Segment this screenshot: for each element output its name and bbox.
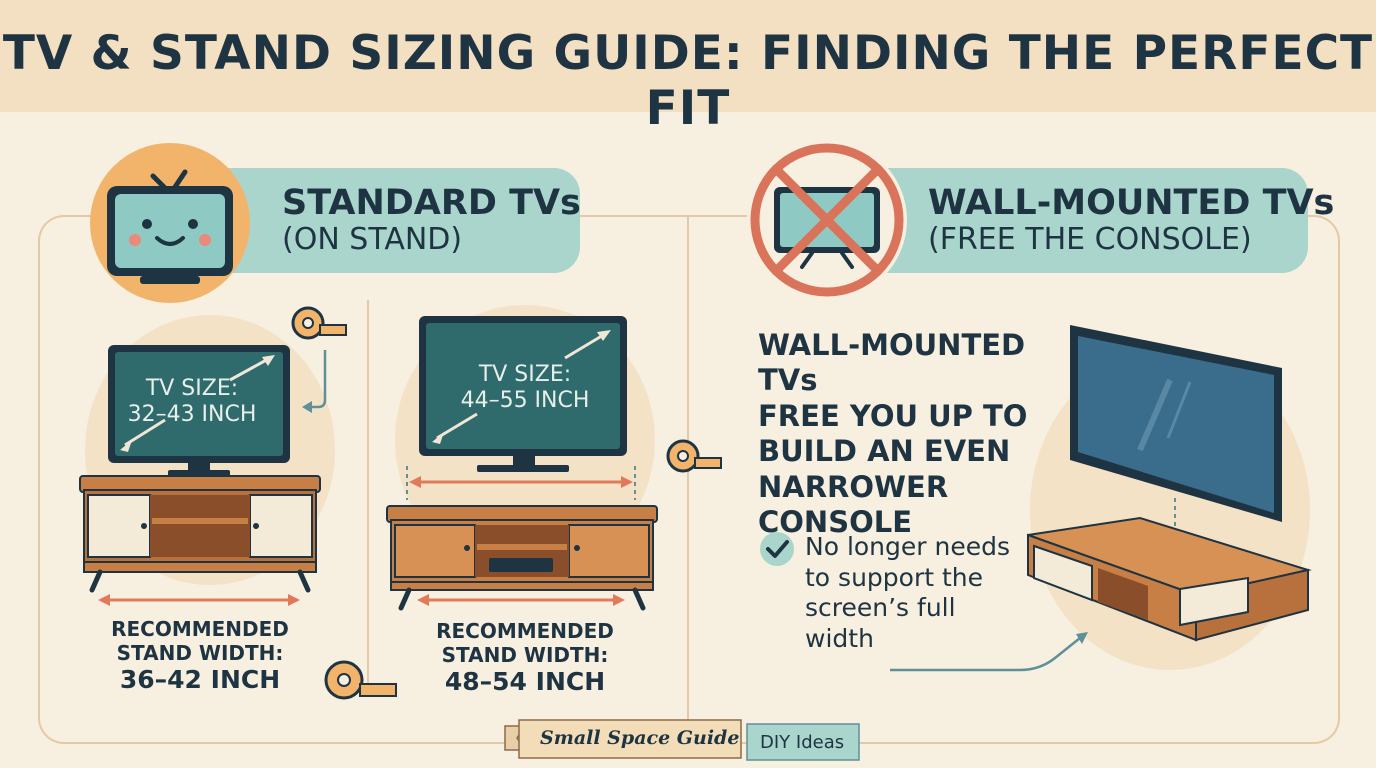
wall-mounted-description-line: NARROWER [758, 469, 949, 504]
large-tv-size-label: TV SIZE: [478, 362, 572, 387]
wall-mounted-tv-illustration [1027, 325, 1312, 670]
tape-arrow [302, 350, 327, 413]
pointer-arrow [890, 632, 1088, 672]
footer-ribbon [504, 719, 860, 761]
note-line: screen’s full [805, 593, 956, 622]
no-tv-icon [747, 140, 907, 300]
large-tv-size-text: TV SIZE: 44–55 INCH [440, 362, 610, 415]
small-stand-width-label: RECOMMENDED STAND WIDTH: 36–42 INCH [95, 617, 305, 695]
note-line: No longer needs [805, 532, 1011, 561]
large-stand-label-line1: RECOMMENDED [436, 619, 614, 643]
small-tv-size-text: TV SIZE: 32–43 INCH [122, 376, 262, 429]
small-tv-illustration [79, 315, 335, 606]
header-band [0, 0, 1376, 112]
standard-tv-heading: STANDARD TVs (ON STAND) [282, 183, 581, 258]
small-stand-label-line1: RECOMMENDED [111, 617, 289, 641]
small-stand-label-line2: STAND WIDTH: [116, 640, 284, 665]
large-stand-width-value: 48–54 INCH [444, 667, 606, 697]
wall-mounted-note: No longer needs to support the screen’s … [805, 532, 1035, 654]
large-tv-size-value: 44–55 INCH [460, 388, 590, 414]
wall-mounted-description-line: WALL-MOUNTED TVs [758, 328, 1026, 398]
check-icon [760, 532, 794, 566]
note-line: to support the [805, 562, 984, 592]
standard-tv-heading-line2: (ON STAND) [282, 222, 463, 258]
large-stand-width-label: RECOMMENDED STAND WIDTH: 48–54 INCH [420, 619, 630, 697]
wall-mounted-heading: WALL-MOUNTED TVs (FREE THE CONSOLE) [928, 183, 1334, 258]
small-stand-width-value: 36–42 INCH [119, 665, 281, 695]
tape-measure-icon [291, 306, 347, 340]
tape-measure-icon [324, 660, 397, 700]
wall-mounted-heading-line1: WALL-MOUNTED TVs [928, 183, 1335, 223]
wall-mounted-description-line: CONSOLE [758, 504, 913, 539]
wall-mounted-description: WALL-MOUNTED TVs FREE YOU UP TO BUILD AN… [758, 328, 1078, 540]
wall-mounted-banner [860, 168, 1308, 273]
standard-tv-heading-line1: STANDARD TVs [282, 183, 581, 223]
footer-ribbon-label: Small Space Guide [540, 727, 740, 749]
note-line: width [805, 623, 874, 653]
standard-tv-banner [210, 168, 580, 273]
page-title: TV & STAND SIZING GUIDE: FINDING THE PER… [2, 26, 1374, 136]
wall-mounted-description-line: BUILD AN EVEN [758, 434, 1011, 469]
large-stand-label-line2: STAND WIDTH: [441, 642, 609, 667]
tape-measure-icon [666, 439, 722, 473]
footer-tag-label: DIY Ideas [760, 732, 845, 753]
large-tv-illustration [386, 305, 658, 611]
small-tv-size-value: 32–43 INCH [127, 402, 257, 428]
wall-mounted-heading-line2: (FREE THE CONSOLE) [928, 222, 1252, 258]
small-tv-size-label: TV SIZE: [145, 376, 239, 401]
wall-mounted-description-line: FREE YOU UP TO [758, 398, 1028, 433]
tv-smiley-icon [90, 143, 250, 303]
